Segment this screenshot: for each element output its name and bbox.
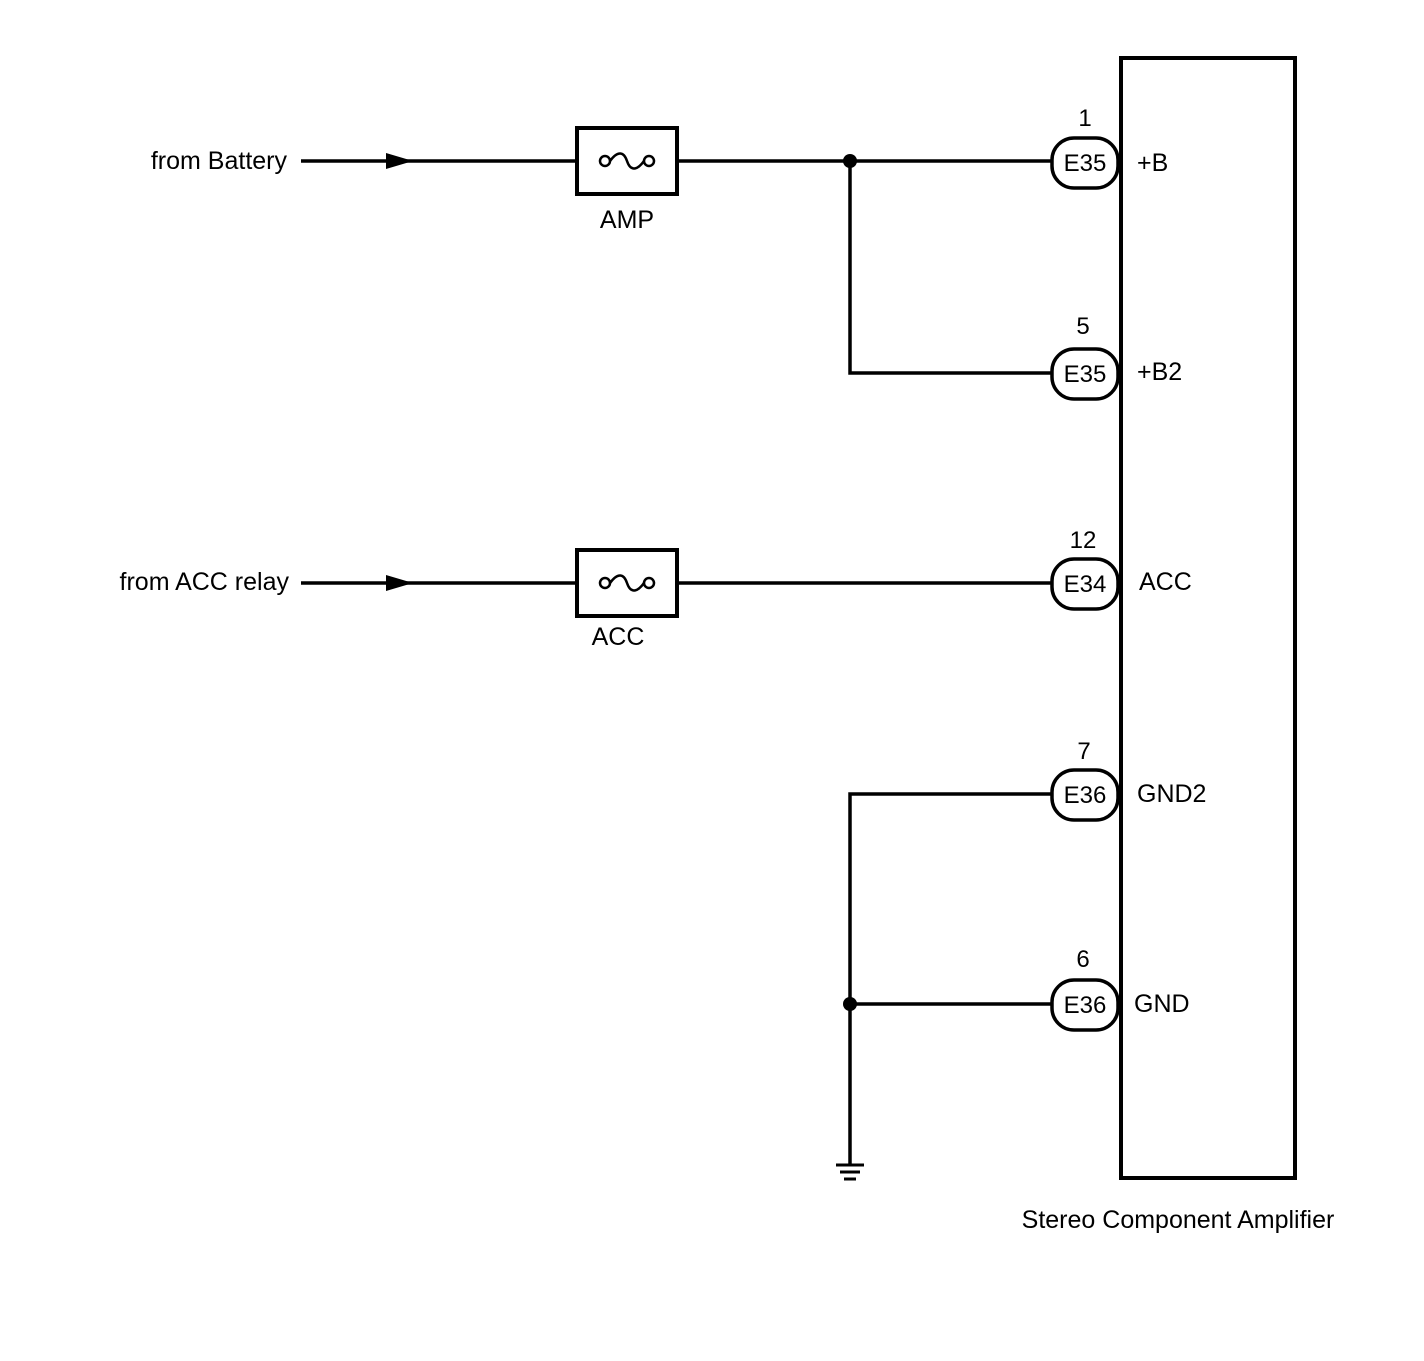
battery-arrow-icon [386, 153, 413, 169]
terminal-name: GND [1134, 990, 1190, 1018]
pin-number: 7 [1077, 738, 1090, 765]
source-battery-label: from Battery [151, 147, 288, 175]
connector-badge [1050, 978, 1120, 1032]
connector-badge [1050, 347, 1120, 401]
fuse-amp-label: AMP [600, 206, 654, 234]
terminal-name: GND2 [1137, 780, 1206, 808]
pin-number: 1 [1078, 105, 1091, 132]
connector-id: E35 [1064, 150, 1107, 177]
amplifier-box [1119, 56, 1297, 1180]
splice-gnd [843, 997, 857, 1011]
connector-id: E36 [1064, 992, 1107, 1019]
gnd2-wire [848, 792, 1052, 1165]
pin-gnd2: 7 E36 GND2 [1050, 738, 1206, 822]
pin-number: 5 [1076, 313, 1089, 340]
pin-number: 6 [1076, 946, 1089, 973]
amplifier-name: Stereo Component Amplifier [1022, 1206, 1335, 1234]
connector-id: E34 [1064, 571, 1107, 598]
terminal-name: ACC [1139, 568, 1192, 596]
terminal-name: +B [1137, 149, 1168, 177]
connector-id: E36 [1064, 782, 1107, 809]
pin-b2: 5 E35 +B2 [1050, 313, 1182, 401]
pin-b: 1 E35 +B [1050, 105, 1168, 190]
pin-acc: 12 E34 ACC [1050, 527, 1192, 611]
acc-arrow-icon [386, 575, 413, 591]
b2-branch-wire [848, 161, 1052, 375]
ground-icon [836, 1163, 864, 1181]
connector-id: E35 [1064, 361, 1107, 388]
terminal-name: +B2 [1137, 358, 1182, 386]
connector-badge [1050, 768, 1120, 822]
pin-gnd: 6 E36 GND [1050, 946, 1190, 1032]
source-acc-relay-label: from ACC relay [120, 568, 290, 596]
connector-badge [1050, 557, 1120, 611]
pin-number: 12 [1070, 527, 1097, 554]
acc-fuse [575, 548, 679, 618]
connector-badge [1050, 136, 1120, 190]
fuse-acc-label: ACC [592, 623, 645, 651]
amp-fuse [575, 126, 679, 196]
